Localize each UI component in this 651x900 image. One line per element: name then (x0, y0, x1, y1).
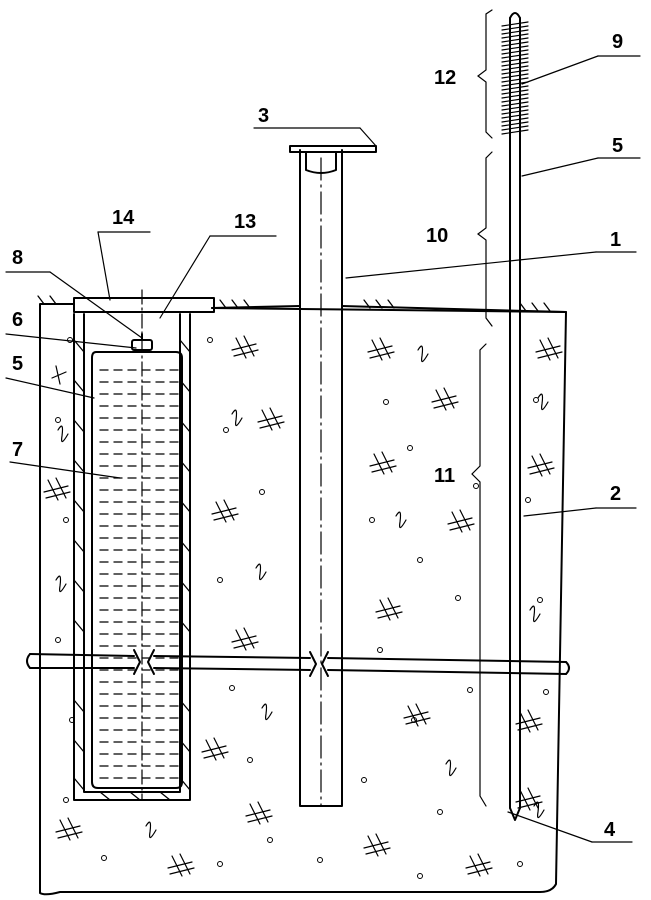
probe-fin (501, 41, 529, 47)
probe-fin (501, 29, 529, 35)
callout-5-probe: 5 (612, 135, 623, 157)
ground-surface-hatching (37, 295, 551, 312)
dimension-braces (471, 9, 493, 807)
probe-fin (501, 121, 529, 127)
probe-fin (501, 101, 529, 107)
probe-fins (501, 21, 529, 135)
probe-fin (501, 81, 529, 87)
callout-3: 3 (258, 105, 269, 127)
probe-fin (501, 129, 529, 135)
callout-12: 12 (434, 67, 456, 89)
probe-fin (501, 73, 529, 79)
probe-fin (501, 45, 529, 51)
callout-2: 2 (610, 483, 621, 505)
probe-fin (501, 49, 529, 55)
probe-fin (501, 89, 529, 95)
probe-fin (501, 105, 529, 111)
probe-fin (501, 125, 529, 131)
probe-fin (501, 109, 529, 115)
callout-10: 10 (426, 225, 448, 247)
probe-fin (501, 61, 529, 67)
callout-9: 9 (612, 31, 623, 53)
callout-8: 8 (12, 247, 23, 269)
container-valve (131, 333, 153, 351)
liquid-container (91, 289, 183, 801)
soil-body (37, 295, 567, 896)
callout-13: 13 (234, 211, 256, 233)
probe-fin (501, 37, 529, 43)
pit-cover-plate (73, 297, 215, 313)
horizontal-pipe (26, 649, 570, 677)
probe-rod (501, 12, 529, 821)
probe-fin (501, 57, 529, 63)
probe-fin (501, 21, 529, 27)
liquid-dashes (99, 369, 179, 779)
probe-fin (501, 53, 529, 59)
leader-lines (5, 55, 641, 843)
probe-fin (501, 85, 529, 91)
probe-fin (501, 113, 529, 119)
probe-fin (501, 77, 529, 83)
callout-14: 14 (112, 207, 135, 229)
callout-4: 4 (604, 819, 616, 841)
callout-7: 7 (12, 439, 23, 461)
callout-11: 11 (434, 465, 455, 487)
probe-fin (501, 117, 529, 123)
probe-fin (501, 93, 529, 99)
casing-pipe (289, 145, 377, 807)
probe-fin (501, 33, 529, 39)
callout-5-container: 5 (12, 353, 23, 375)
probe-fin (501, 25, 529, 31)
soil-texture (43, 335, 563, 879)
callout-labels: 1 2 3 4 5 5 6 7 8 9 10 11 12 13 14 (12, 31, 623, 841)
probe-fin (501, 65, 529, 71)
probe-fin (501, 97, 529, 103)
callout-6: 6 (12, 309, 23, 331)
probe-fin (501, 69, 529, 75)
callout-1: 1 (610, 229, 621, 251)
